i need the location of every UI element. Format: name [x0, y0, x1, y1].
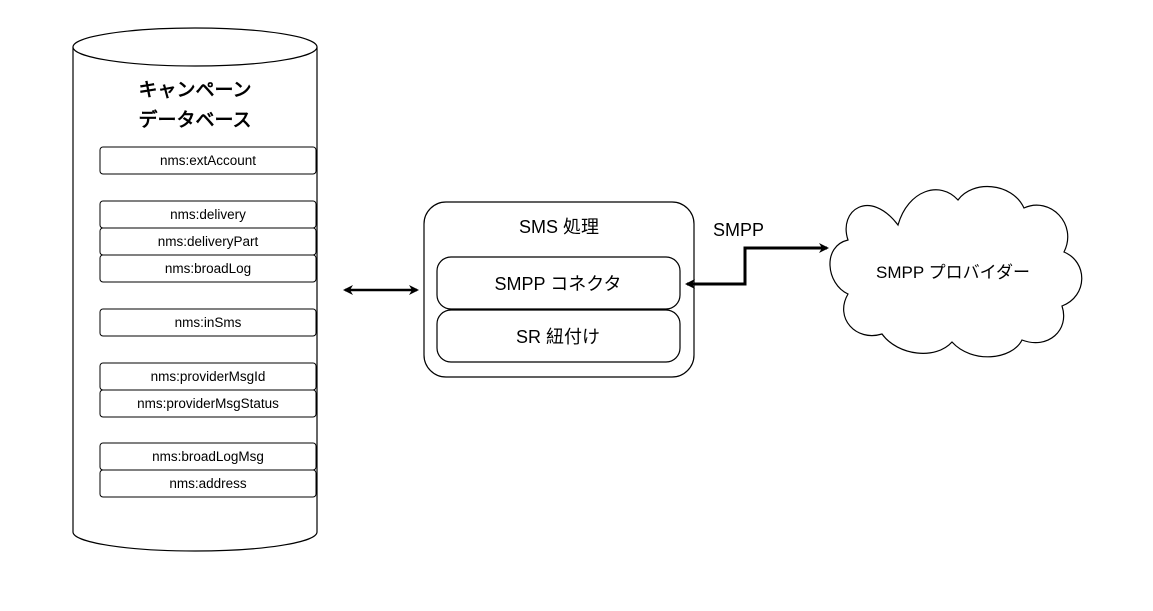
table-label: nms:providerMsgStatus [137, 396, 279, 411]
table-label: nms:delivery [170, 207, 246, 222]
campaign-database: キャンペーン データベース nms:extAccount nms:deliver… [72, 27, 318, 552]
table-label: nms:broadLogMsg [152, 449, 264, 464]
table-delivery-part: nms:deliveryPart [99, 227, 317, 256]
table-label: nms:address [169, 476, 247, 491]
table-label: nms:extAccount [160, 153, 256, 168]
table-label: nms:broadLog [165, 261, 251, 276]
database-title-line2: データベース [138, 108, 251, 131]
table-address: nms:address [99, 469, 317, 498]
sr-reconciliation-box: SR 紐付け [436, 309, 681, 363]
table-label: nms:providerMsgId [151, 369, 266, 384]
smpp-connection-label: SMPP [713, 220, 764, 240]
smpp-connection-arrow [685, 243, 829, 289]
table-in-sms: nms:inSms [99, 308, 317, 337]
table-provider-msg-id: nms:providerMsgId [99, 362, 317, 391]
smpp-connector-box: SMPP コネクタ [436, 256, 681, 310]
table-provider-msg-status: nms:providerMsgStatus [99, 389, 317, 418]
table-delivery: nms:delivery [99, 200, 317, 229]
table-label: nms:deliveryPart [158, 234, 259, 249]
table-broad-log: nms:broadLog [99, 254, 317, 283]
table-broad-log-msg: nms:broadLogMsg [99, 442, 317, 471]
database-cylinder-top [72, 27, 318, 67]
smpp-connector-label: SMPP コネクタ [495, 274, 622, 294]
sms-processing-box: SMS 処理 SMPP コネクタ SR 紐付け [423, 201, 695, 378]
cloud-shape [829, 186, 1083, 358]
table-ext-account: nms:extAccount [99, 146, 317, 175]
smpp-provider-cloud: SMPP プロバイダー [829, 186, 1083, 358]
table-label: nms:inSms [175, 315, 242, 330]
smpp-provider-label: SMPP プロバイダー [876, 263, 1030, 282]
sms-processing-title: SMS 処理 [519, 217, 599, 237]
sr-reconciliation-label: SR 紐付け [516, 327, 600, 347]
database-title-line1: キャンペーン [138, 80, 251, 101]
